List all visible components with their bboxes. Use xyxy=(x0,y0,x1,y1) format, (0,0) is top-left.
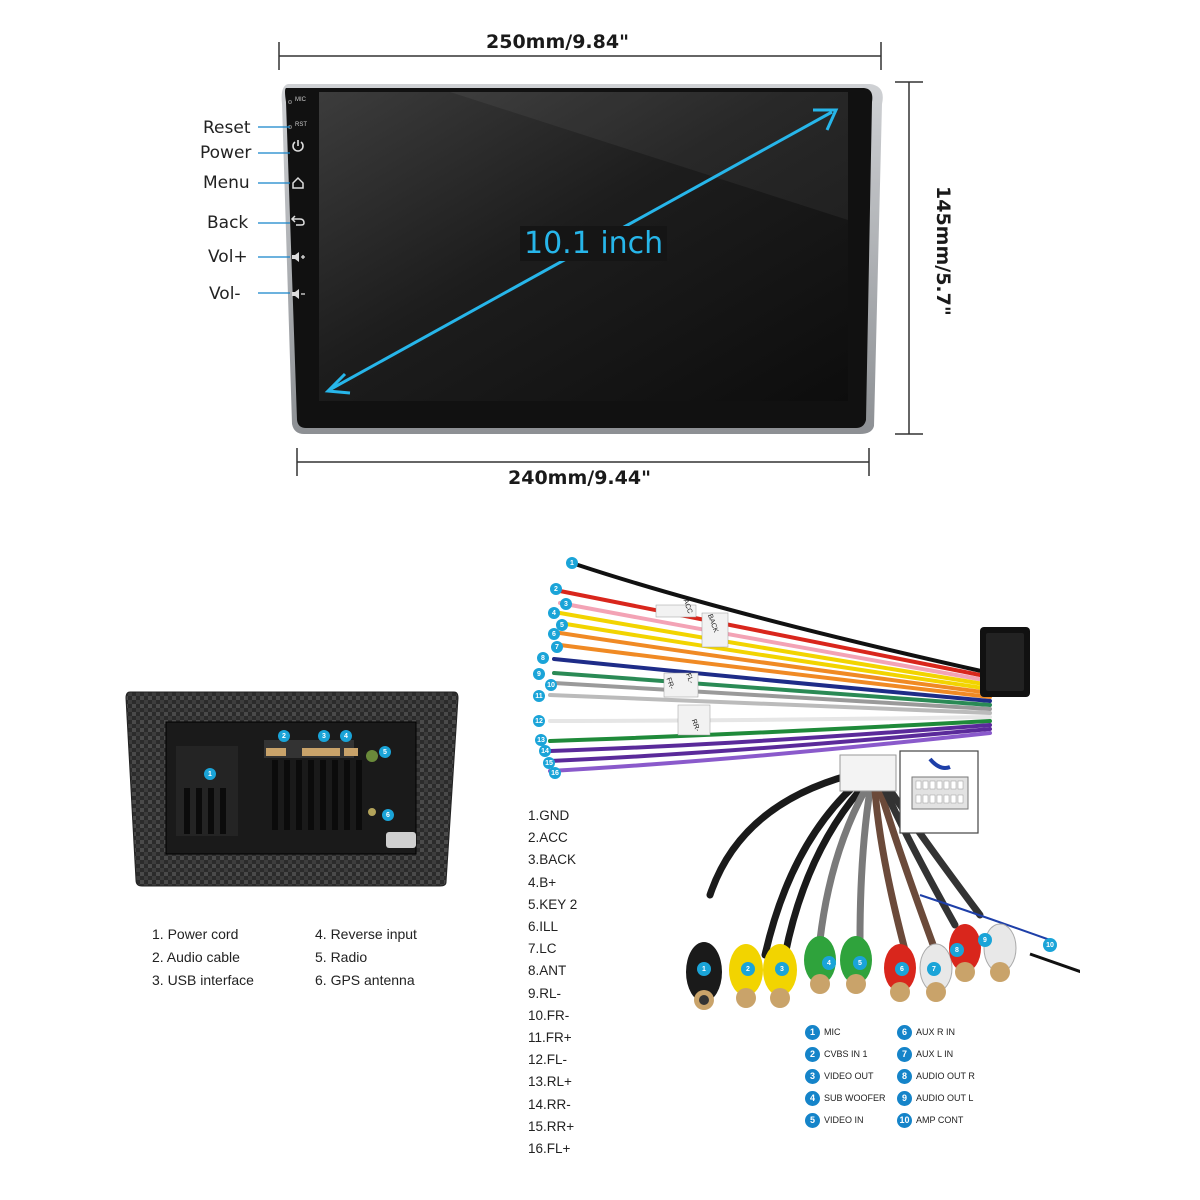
rear-badge-6: 6 xyxy=(382,809,394,821)
wire-badge: 1 xyxy=(566,557,578,569)
button-label-reset: Reset xyxy=(203,118,251,138)
wire-badge: 14 xyxy=(539,745,551,757)
wire-badge: 12 xyxy=(533,715,545,727)
wire-badge: 11 xyxy=(533,690,545,702)
rear-badge-3: 3 xyxy=(318,730,330,742)
pin-item: 11.FR+ xyxy=(528,1030,572,1046)
pin-item: 6.ILL xyxy=(528,919,559,935)
wire-badge: 7 xyxy=(551,641,563,653)
button-pointer-lines xyxy=(258,126,290,294)
rear-legend-item: 5. Radio xyxy=(315,949,368,965)
rear-legend-item: 4. Reverse input xyxy=(315,926,417,942)
screen-size-label-box: 10.1 inch xyxy=(520,226,668,261)
rear-legend-item: 1. Power cord xyxy=(152,926,239,942)
wire-badge: 13 xyxy=(535,734,547,746)
volume-down-icon[interactable] xyxy=(290,286,306,302)
rca-badge: 1 xyxy=(697,962,711,976)
rear-badge-1: 1 xyxy=(204,768,216,780)
button-label-vol-down: Vol- xyxy=(209,284,241,304)
wire-badge: 15 xyxy=(543,757,555,769)
rear-badge-4: 4 xyxy=(340,730,352,742)
rca-badge: 8 xyxy=(950,943,964,957)
button-label-menu: Menu xyxy=(203,173,250,193)
top-width-label: 250mm/9.84" xyxy=(486,31,629,53)
rst-label: RST xyxy=(295,122,307,128)
pin-item: 3.BACK xyxy=(528,852,577,868)
rca-badge: 5 xyxy=(853,956,867,970)
pin-item: 13.RL+ xyxy=(528,1074,572,1090)
wire-badge: 16 xyxy=(549,767,561,779)
rca-badge: 10 xyxy=(1043,938,1057,952)
pin-item: 15.RR+ xyxy=(528,1118,575,1134)
pin-item: 9.RL- xyxy=(528,985,562,1001)
pin-item: 10.FR- xyxy=(528,1007,570,1023)
pin-item: 16.FL+ xyxy=(528,1141,571,1157)
wire-badge: 6 xyxy=(548,628,560,640)
pin-item: 8.ANT xyxy=(528,963,567,979)
harness-pin-list: 1.GND 2.ACC 3.BACK 4.B+ 5.KEY 2 6.ILL 7.… xyxy=(528,805,577,1160)
wire-badge: 2 xyxy=(550,583,562,595)
screen-size-label: 10.1 inch xyxy=(524,226,664,261)
wire-badge: 10 xyxy=(545,679,557,691)
rear-legend-item: 2. Audio cable xyxy=(152,949,240,965)
rear-panel-image xyxy=(125,691,459,887)
volume-up-icon[interactable] xyxy=(290,249,306,265)
power-icon[interactable] xyxy=(290,138,306,154)
pin-item: 1.GND xyxy=(528,808,570,823)
pin-item: 7.LC xyxy=(528,941,557,957)
mic-hole-icon xyxy=(288,100,292,104)
wire-badge: 3 xyxy=(560,598,572,610)
rca-badge: 2 xyxy=(741,962,755,976)
dimension-lines xyxy=(278,42,923,476)
rca-badge: 9 xyxy=(978,933,992,947)
wire-badge: 4 xyxy=(548,607,560,619)
wire-badge: 5 xyxy=(556,619,568,631)
height-label: 145mm/5.7" xyxy=(932,186,954,316)
wire-badge: 8 xyxy=(537,652,549,664)
pin-item: 12.FL- xyxy=(528,1052,568,1068)
back-arrow-icon[interactable] xyxy=(290,212,306,228)
home-icon[interactable] xyxy=(290,175,306,191)
button-label-back: Back xyxy=(207,213,249,233)
rear-badge-5: 5 xyxy=(379,746,391,758)
rca-badge: 4 xyxy=(822,956,836,970)
rca-plugs xyxy=(686,923,1080,1010)
rca-cable-harness xyxy=(706,750,1051,959)
rca-badge: 3 xyxy=(775,962,789,976)
iso-harness-wires xyxy=(548,563,1030,773)
rear-legend-item: 3. USB interface xyxy=(152,972,254,988)
rear-legend-item: 6. GPS antenna xyxy=(315,972,415,988)
pin-item: 2.ACC xyxy=(528,830,568,846)
button-label-vol-up: Vol+ xyxy=(208,247,248,267)
pin-item: 14.RR- xyxy=(528,1096,571,1112)
pin-item: 5.KEY 2 xyxy=(528,896,578,912)
wire-badge: 9 xyxy=(533,668,545,680)
rca-badge: 7 xyxy=(927,962,941,976)
bottom-width-label: 240mm/9.44" xyxy=(508,467,651,489)
rca-badge: 6 xyxy=(895,962,909,976)
mic-label: MIC xyxy=(295,97,306,103)
pin-item: 4.B+ xyxy=(528,874,557,890)
button-label-power: Power xyxy=(200,143,252,163)
rear-badge-2: 2 xyxy=(278,730,290,742)
